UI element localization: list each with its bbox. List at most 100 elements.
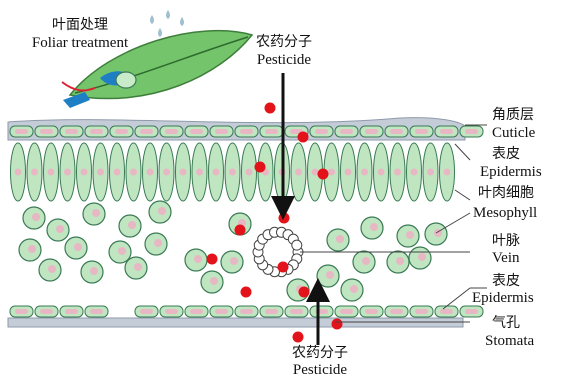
nucleus xyxy=(15,129,28,134)
epidermis-upper-label-en: Epidermis xyxy=(480,164,542,180)
pesticide-molecule xyxy=(207,254,218,265)
nucleus xyxy=(15,169,22,176)
nucleus xyxy=(365,309,378,314)
nucleus xyxy=(394,169,401,176)
nucleus xyxy=(154,239,162,247)
nucleus xyxy=(118,247,126,255)
nucleus xyxy=(40,309,53,314)
nucleus xyxy=(361,169,368,176)
nucleus xyxy=(28,245,36,253)
nucleus xyxy=(97,169,104,176)
nucleus xyxy=(165,129,178,134)
nucleus xyxy=(15,309,28,314)
pesticide-molecule xyxy=(299,287,310,298)
nucleus xyxy=(340,129,353,134)
water-drops xyxy=(150,10,184,37)
palisade-mesophyll xyxy=(11,143,455,201)
foliar-label-zh: 叶面处理 xyxy=(52,17,108,33)
nucleus xyxy=(229,169,236,176)
nucleus xyxy=(213,169,220,176)
stomata-label-en: Stomata xyxy=(485,333,535,349)
nucleus xyxy=(246,169,253,176)
nucleus xyxy=(340,309,353,314)
nucleus xyxy=(32,213,40,221)
nucleus xyxy=(365,129,378,134)
mesophyll-label-en: Mesophyll xyxy=(473,205,537,221)
nucleus xyxy=(390,129,403,134)
nucleus xyxy=(115,129,128,134)
pesticide-molecule xyxy=(318,169,329,180)
epidermis-lower-label-zh: 表皮 xyxy=(492,273,520,289)
nucleus xyxy=(114,169,121,176)
mesophyll-label-zh: 叶肉细胞 xyxy=(478,185,534,201)
nucleus xyxy=(370,223,378,231)
pesticide-molecule xyxy=(265,103,276,114)
nucleus xyxy=(290,309,303,314)
vein-cell xyxy=(292,240,302,250)
nucleus xyxy=(56,225,64,233)
nucleus xyxy=(163,169,170,176)
nucleus xyxy=(90,267,98,275)
nucleus xyxy=(411,169,418,176)
nucleus xyxy=(362,257,370,265)
nucleus xyxy=(444,169,451,176)
nucleus xyxy=(240,129,253,134)
pesticide-molecule xyxy=(235,225,246,236)
lower-epidermis xyxy=(10,306,483,317)
nucleus xyxy=(165,309,178,314)
nucleus xyxy=(465,129,478,134)
nucleus xyxy=(328,169,335,176)
pesticide-bottom-label-zh: 农药分子 xyxy=(292,345,348,361)
nucleus xyxy=(180,169,187,176)
nucleus xyxy=(396,257,404,265)
nucleus xyxy=(215,129,228,134)
nucleus xyxy=(128,221,136,229)
nucleus xyxy=(48,169,55,176)
pesticide-molecule xyxy=(279,213,290,224)
nucleus xyxy=(336,235,344,243)
nucleus xyxy=(345,169,352,176)
pesticide-molecule xyxy=(298,132,309,143)
cuticle-label-zh: 角质层 xyxy=(492,107,534,123)
nucleus xyxy=(315,129,328,134)
nucleus xyxy=(427,169,434,176)
nucleus xyxy=(210,277,218,285)
pesticide-molecule xyxy=(255,162,266,173)
nucleus xyxy=(130,169,137,176)
upper-epidermis xyxy=(10,126,483,137)
pesticide-bottom-label-en: Pesticide xyxy=(293,362,347,376)
foliar-label-en: Foliar treatment xyxy=(32,35,129,51)
nucleus xyxy=(415,129,428,134)
nucleus xyxy=(440,309,453,314)
nucleus xyxy=(295,169,302,176)
nucleus xyxy=(390,309,403,314)
nucleus xyxy=(312,169,319,176)
pesticide-molecule xyxy=(293,332,304,343)
nucleus xyxy=(190,309,203,314)
nucleus xyxy=(265,129,278,134)
nucleus xyxy=(90,129,103,134)
nucleus xyxy=(326,271,334,279)
nucleus xyxy=(194,255,202,263)
nucleus xyxy=(465,309,478,314)
spongy-mesophyll xyxy=(19,201,447,301)
nucleus xyxy=(81,169,88,176)
nucleus xyxy=(92,209,100,217)
nucleus xyxy=(147,169,154,176)
pesticide-molecule xyxy=(278,262,289,273)
nucleus xyxy=(240,309,253,314)
nucleus xyxy=(140,129,153,134)
nucleus xyxy=(350,285,358,293)
nucleus xyxy=(74,243,82,251)
pesticide-molecule xyxy=(241,287,252,298)
nucleus xyxy=(190,129,203,134)
nucleus xyxy=(48,265,56,273)
nucleus xyxy=(418,253,426,261)
vein-label-en: Vein xyxy=(492,250,520,266)
pesticide-molecule xyxy=(332,319,343,330)
nucleus xyxy=(378,169,385,176)
cuticle-label-en: Cuticle xyxy=(492,125,536,141)
nucleus xyxy=(265,309,278,314)
nucleus xyxy=(64,169,71,176)
